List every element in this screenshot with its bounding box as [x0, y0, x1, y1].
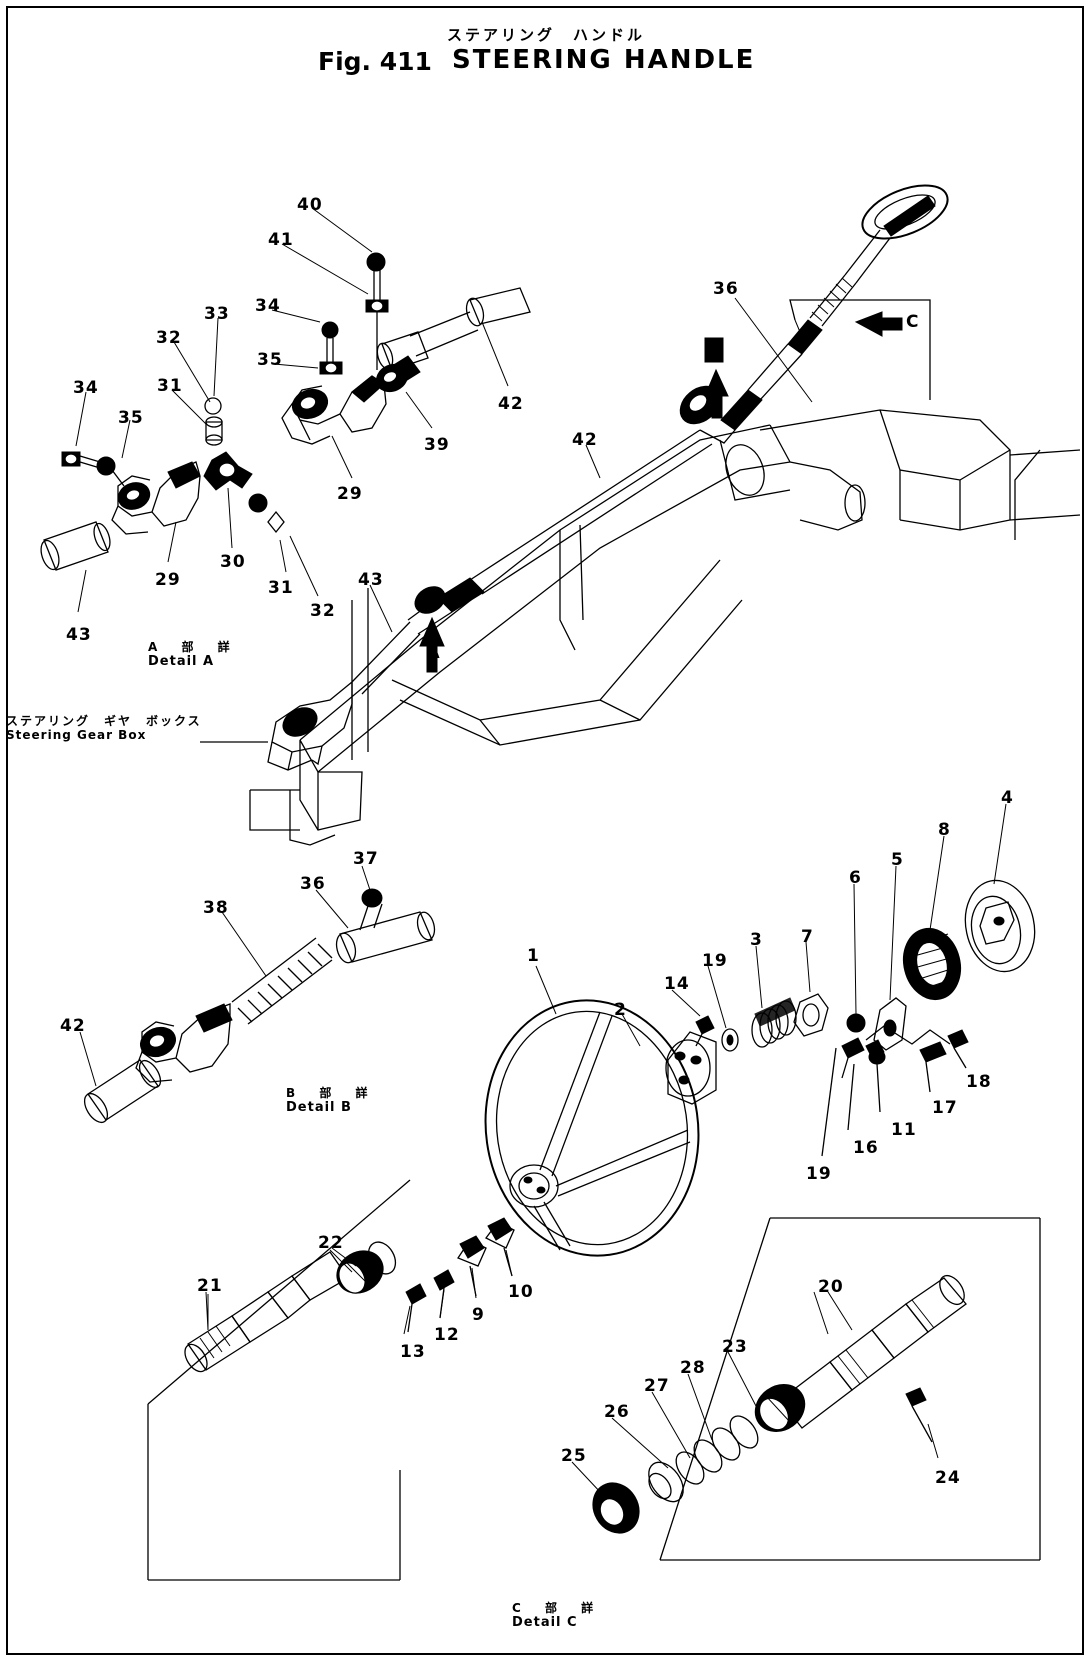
callout-42-b: 42 [572, 430, 598, 450]
callout-37: 37 [353, 849, 379, 869]
callout-10: 10 [508, 1282, 534, 1302]
callout-39: 39 [424, 435, 450, 455]
callout-19-a: 19 [702, 951, 728, 971]
callout-32-a: 32 [156, 328, 182, 348]
detail-c-caption: C 部 詳 Detail C [512, 1601, 604, 1631]
callout-3: 3 [750, 930, 763, 950]
callout-1: 1 [527, 946, 540, 966]
callout-43-a: 43 [66, 625, 92, 645]
detail-a-caption: A 部 詳 Detail A [148, 640, 240, 670]
callout-35-a: 35 [257, 350, 283, 370]
callout-9: 9 [472, 1305, 485, 1325]
callout-43-b: 43 [358, 570, 384, 590]
callout-29-a: 29 [337, 484, 363, 504]
callout-25: 25 [561, 1446, 587, 1466]
callout-2: 2 [614, 1000, 627, 1020]
callout-8: 8 [938, 820, 951, 840]
spider-cross-30 [204, 452, 252, 490]
callout-40: 40 [297, 195, 323, 215]
callout-36-a: 36 [713, 279, 739, 299]
callout-31-a: 31 [157, 376, 183, 396]
callout-7: 7 [801, 927, 814, 947]
detail-b-caption-en: Detail B [286, 1099, 352, 1115]
callout-13: 13 [400, 1342, 426, 1362]
callout-41: 41 [268, 230, 294, 250]
callout-24: 24 [935, 1468, 961, 1488]
page-border [6, 6, 1084, 1655]
callout-14: 14 [664, 974, 690, 994]
callout-16: 16 [853, 1138, 879, 1158]
callout-26: 26 [604, 1402, 630, 1422]
callout-19-b: 19 [806, 1164, 832, 1184]
detail-c-caption-en: Detail C [512, 1614, 578, 1630]
detail-a-caption-jp: A 部 詳 [148, 640, 240, 654]
callout-28: 28 [680, 1358, 706, 1378]
detail-a-caption-en: Detail A [148, 653, 215, 669]
callout-27: 27 [644, 1376, 670, 1396]
callout-12: 12 [434, 1325, 460, 1345]
steering-gear-box-en: Steering Gear Box [6, 728, 147, 743]
figure-title-english: STEERING HANDLE [452, 45, 756, 75]
chassis-outline [250, 410, 1080, 845]
section-arrow-c-up [705, 338, 728, 418]
detail-c-exploded [584, 1218, 1040, 1560]
callout-11: 11 [891, 1120, 917, 1140]
callout-6: 6 [849, 868, 862, 888]
detail-a-leaders [76, 208, 508, 562]
callout-34-a: 34 [255, 296, 281, 316]
callout-42-a: 42 [498, 394, 524, 414]
callout-35-b: 35 [118, 408, 144, 428]
callout-23: 23 [722, 1337, 748, 1357]
callout-36-b: 36 [300, 874, 326, 894]
bottom-leaders [208, 1248, 938, 1494]
callout-33: 33 [204, 304, 230, 324]
spring-3 [752, 998, 796, 1047]
section-arrow-a [420, 618, 444, 672]
hub-exploded-row [666, 874, 1043, 1156]
callout-29-b: 29 [155, 570, 181, 590]
callout-20: 20 [818, 1277, 844, 1297]
detail-c-caption-jp: C 部 詳 [512, 1601, 604, 1615]
section-letter-a: A [428, 644, 441, 662]
steering-gear-box-caption: ステアリング ギヤ ボックス Steering Gear Box [6, 714, 202, 743]
callout-17: 17 [932, 1098, 958, 1118]
section-arrow-c-left [856, 312, 902, 336]
callout-42-c: 42 [60, 1016, 86, 1036]
callout-18: 18 [966, 1072, 992, 1092]
callout-5: 5 [891, 850, 904, 870]
callout-38: 38 [203, 898, 229, 918]
callout-22: 22 [318, 1233, 344, 1253]
detail-a-exploded [38, 253, 530, 612]
lower-shaft-assembly [148, 1180, 514, 1580]
detail-b-exploded [80, 866, 437, 1126]
steering-column-assembly [200, 175, 955, 770]
hub-leaders [622, 804, 1006, 1046]
steering-wheel [469, 966, 715, 1270]
section-letter-c: C [906, 312, 920, 332]
detail-b-caption: B 部 詳 Detail B [286, 1086, 378, 1116]
figure-title-japanese: ステアリング ハンドル [447, 26, 646, 44]
callout-34-b: 34 [73, 378, 99, 398]
callout-21: 21 [197, 1276, 223, 1296]
steering-gear-box-jp: ステアリング ギヤ ボックス [6, 714, 202, 728]
callout-4: 4 [1001, 788, 1014, 808]
detail-b-caption-jp: B 部 詳 [286, 1086, 378, 1100]
callout-30: 30 [220, 552, 246, 572]
figure-number: Fig. 411 [318, 47, 432, 76]
callout-32-b: 32 [310, 601, 336, 621]
callout-31-b: 31 [268, 578, 294, 598]
